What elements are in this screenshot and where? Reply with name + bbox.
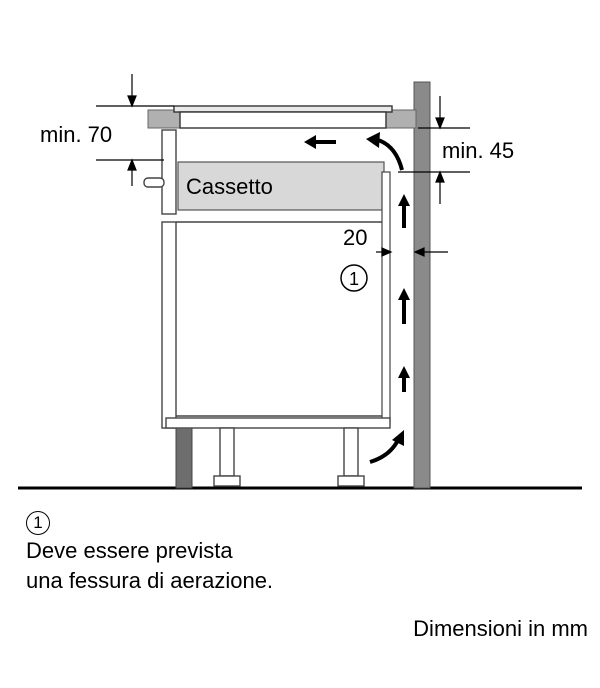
arrow-up-icon-2: [398, 288, 410, 324]
gap-dimension: [376, 247, 448, 257]
note-line-2: una fessura di aerazione.: [26, 568, 274, 593]
hob-glass: [173, 105, 393, 113]
hob-body: [179, 111, 387, 129]
installation-diagram: min. 70 min. 45 Cassetto 20 1: [18, 74, 582, 490]
plinth: [175, 427, 193, 489]
drawer-handle: [143, 177, 165, 188]
drawer-box: [177, 161, 385, 211]
units-label: Dimensioni in mm: [413, 616, 588, 641]
leg-right: [337, 427, 365, 487]
dimension-right: [398, 96, 470, 204]
min-right-label: min. 45: [442, 138, 514, 163]
cabinet-front: [161, 221, 177, 429]
arrow-curve-top-icon: [366, 132, 404, 171]
note-marker: 1: [26, 506, 50, 536]
arrow-curve-bottom-icon: [369, 430, 404, 464]
arrow-up-icon-1: [398, 194, 410, 228]
wall: [413, 81, 431, 489]
arrow-left-icon: [304, 135, 336, 149]
cabinet-bottom: [165, 417, 391, 429]
note-marker-circle: 1: [26, 511, 50, 535]
airflow-arrows: [304, 132, 410, 464]
marker-circle: [340, 264, 368, 292]
dimension-left: [96, 74, 174, 186]
marker-number: 1: [349, 269, 359, 289]
cabinet-body: [176, 221, 385, 417]
gap-label: 20: [343, 225, 367, 250]
note-line-1: Deve essere prevista: [26, 538, 233, 563]
cabinet-side-upper: [161, 129, 177, 215]
drawer-label: Cassetto: [186, 174, 273, 199]
leg-left: [213, 427, 241, 487]
cabinet-back: [381, 171, 391, 423]
arrow-up-icon-3: [398, 366, 410, 392]
min-left-label: min. 70: [40, 122, 112, 147]
